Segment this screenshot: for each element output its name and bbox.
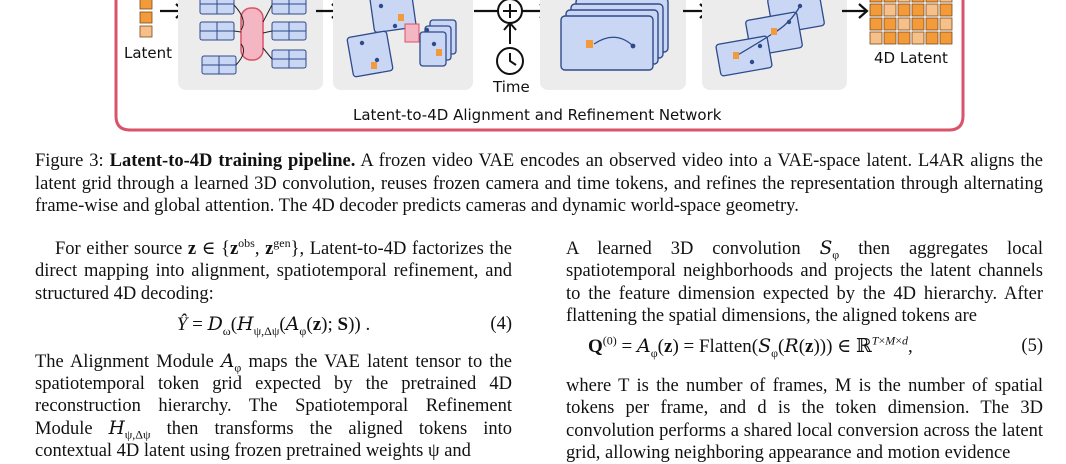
equation-4: Ŷ = Dω(Hψ,Δψ(Aφ(z); S)) . (4): [176, 312, 512, 338]
left-column: For either source z ∈ {zobs, zgen}, Late…: [35, 235, 513, 462]
clock-icon: [496, 47, 524, 75]
output-grid: [869, 0, 953, 45]
conv-kernel: [240, 7, 264, 61]
caption-body: A frozen video VAE encodes an observed v…: [35, 151, 1043, 216]
caption-title: Latent-to-4D training pipeline.: [109, 151, 356, 171]
figure-caption: Figure 3: Latent-to-4D training pipeline…: [35, 150, 1043, 218]
equation-number: (5): [1021, 336, 1043, 357]
pipeline-figure: Latent: [114, 0, 965, 132]
latent-label: Latent: [124, 44, 172, 62]
paragraph: For either source z ∈ {zobs, zgen}, Late…: [35, 235, 513, 304]
paragraph: A learned 3D convolution Sφ then aggrega…: [566, 238, 1044, 326]
paragraph: The Alignment Module Aφ maps the VAE lat…: [35, 350, 512, 462]
paragraph: where T is the number of frames, M is th…: [566, 376, 1043, 464]
arrow-icon: [842, 3, 869, 19]
output-label: 4D Latent: [874, 49, 948, 67]
equation-5: Q(0) = Aφ(z) = Flatten(Sφ(R(z))) ∈ ℝT×M×…: [588, 333, 1043, 360]
refinement-stack: [560, 0, 669, 71]
network-border: [114, 0, 965, 132]
time-label: Time: [492, 78, 530, 96]
equation-number: (4): [490, 313, 512, 334]
network-label: Latent-to-4D Alignment and Refinement Ne…: [353, 106, 722, 124]
right-column: A learned 3D convolution Sφ then aggrega…: [566, 238, 1043, 464]
caption-prefix: Figure 3:: [35, 151, 104, 171]
token-cards: [346, 0, 457, 78]
latent-stack: [139, 0, 153, 38]
